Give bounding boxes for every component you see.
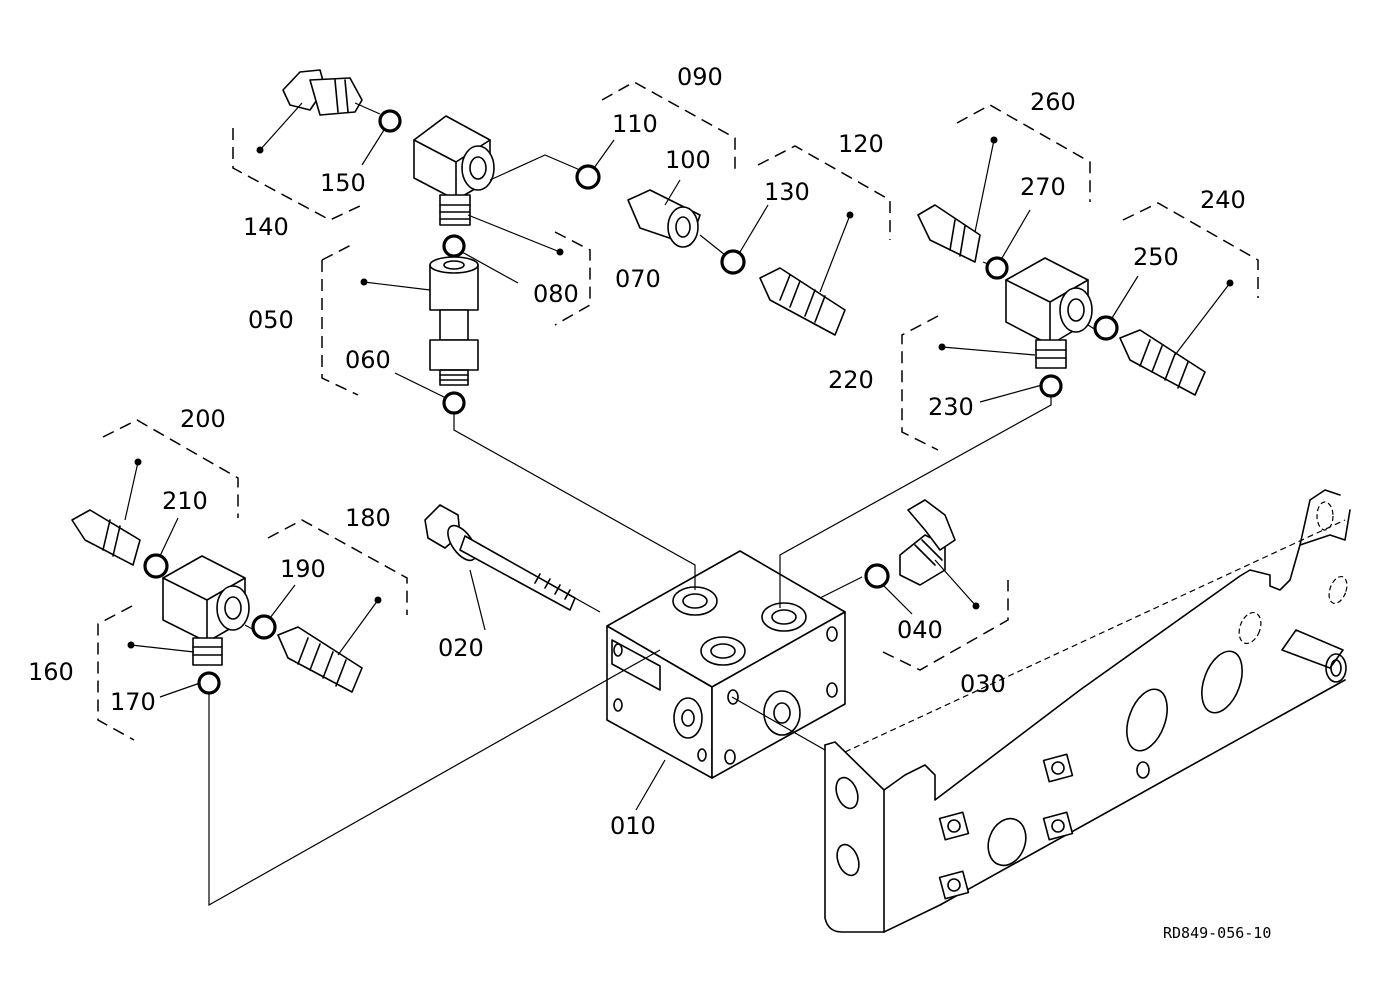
group-brackets xyxy=(97,81,1259,741)
elbow-fitting-140 xyxy=(282,69,363,116)
o-ring-190 xyxy=(251,614,277,640)
callout-180: 180 xyxy=(345,504,391,532)
o-ring-170 xyxy=(197,671,221,695)
adapter-100 xyxy=(627,189,701,248)
coupler-200 xyxy=(71,509,141,566)
elbow-fitting-030 xyxy=(899,499,956,586)
o-ring-080 xyxy=(442,234,466,258)
callout-040: 040 xyxy=(897,616,943,644)
o-ring-210 xyxy=(143,553,169,579)
o-ring-270 xyxy=(985,256,1009,280)
callout-120: 120 xyxy=(838,130,884,158)
adapter-050 xyxy=(429,256,479,386)
callout-110: 110 xyxy=(612,110,658,138)
callout-220: 220 xyxy=(828,366,874,394)
o-ring-130 xyxy=(720,249,746,275)
callout-060: 060 xyxy=(345,346,391,374)
callout-260: 260 xyxy=(1030,88,1076,116)
leader-dots xyxy=(127,136,1234,649)
callout-150: 150 xyxy=(320,169,366,197)
elbow-body-070 xyxy=(413,115,495,226)
o-ring-060 xyxy=(442,391,466,415)
elbow-body-160 xyxy=(162,555,250,666)
coupler-120 xyxy=(759,267,846,336)
callout-270: 270 xyxy=(1020,173,1066,201)
coupler-260 xyxy=(917,204,981,263)
callout-190: 190 xyxy=(280,555,326,583)
callout-160: 160 xyxy=(28,658,74,686)
coupler-240 xyxy=(1119,329,1206,396)
o-ring-230 xyxy=(1039,374,1063,398)
callout-230: 230 xyxy=(928,393,974,421)
bracket-clip-nuts xyxy=(938,753,1074,900)
bolt-020 xyxy=(424,504,576,611)
callout-labels: 010 020 030 040 050 060 070 080 090 100 … xyxy=(28,63,1246,840)
callout-210: 210 xyxy=(162,487,208,515)
callout-090: 090 xyxy=(677,63,723,91)
mounting-bracket xyxy=(824,489,1351,933)
callout-170: 170 xyxy=(110,688,156,716)
o-ring-110 xyxy=(575,164,601,190)
callout-020: 020 xyxy=(438,634,484,662)
o-ring-250 xyxy=(1093,315,1119,341)
callout-050: 050 xyxy=(248,306,294,334)
valve-block xyxy=(606,550,846,779)
o-ring-040 xyxy=(864,563,890,589)
callout-010: 010 xyxy=(610,812,656,840)
coupler-180 xyxy=(277,626,363,693)
callout-130: 130 xyxy=(764,178,810,206)
callout-070: 070 xyxy=(615,265,661,293)
elbow-body-220 xyxy=(1005,257,1093,369)
leader-lines xyxy=(124,102,1231,907)
callout-140: 140 xyxy=(243,213,289,241)
callout-200: 200 xyxy=(180,405,226,433)
o-ring-150 xyxy=(378,109,402,133)
callout-250: 250 xyxy=(1133,243,1179,271)
callout-100: 100 xyxy=(665,146,711,174)
callout-030: 030 xyxy=(960,670,1006,698)
drawing-code: RD849-056-10 xyxy=(1163,924,1271,942)
callout-080: 080 xyxy=(533,280,579,308)
callout-240: 240 xyxy=(1200,186,1246,214)
